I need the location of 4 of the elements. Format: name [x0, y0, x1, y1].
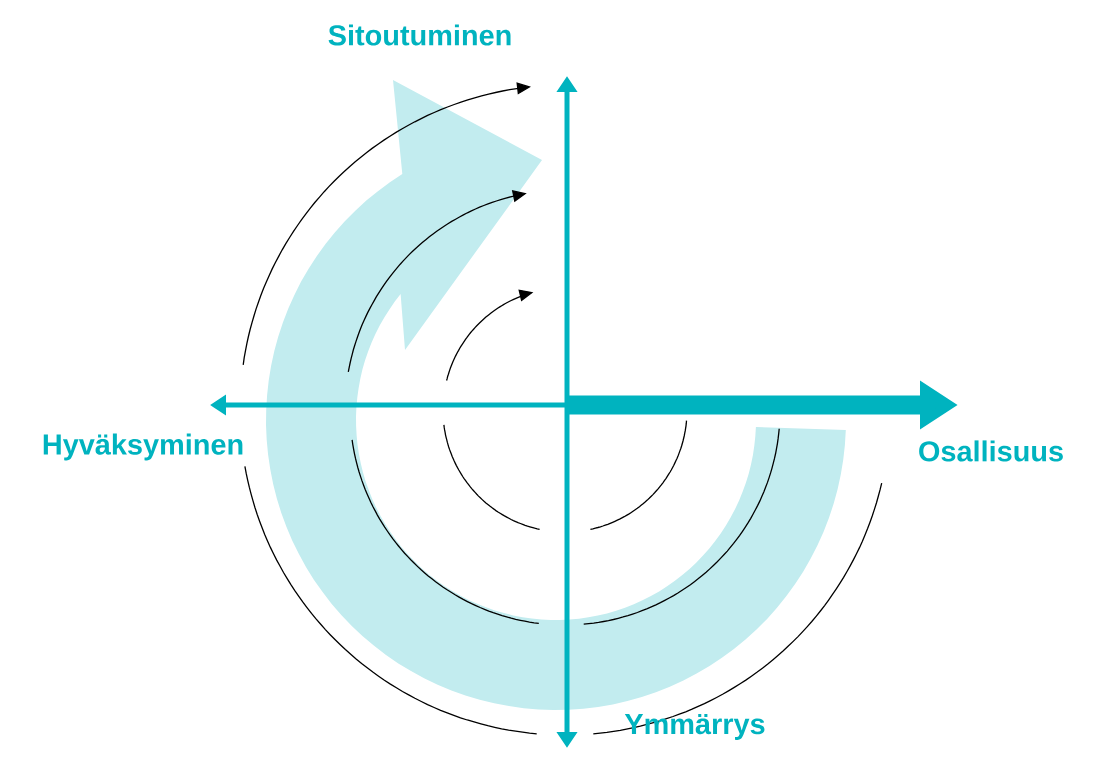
axis-label: Sitoutuminen	[328, 24, 511, 46]
axis-label: Osallisuus	[919, 440, 1063, 462]
axis-label: Hyväksyminen	[43, 433, 243, 461]
axis-label: Ymmärrys	[624, 714, 765, 740]
